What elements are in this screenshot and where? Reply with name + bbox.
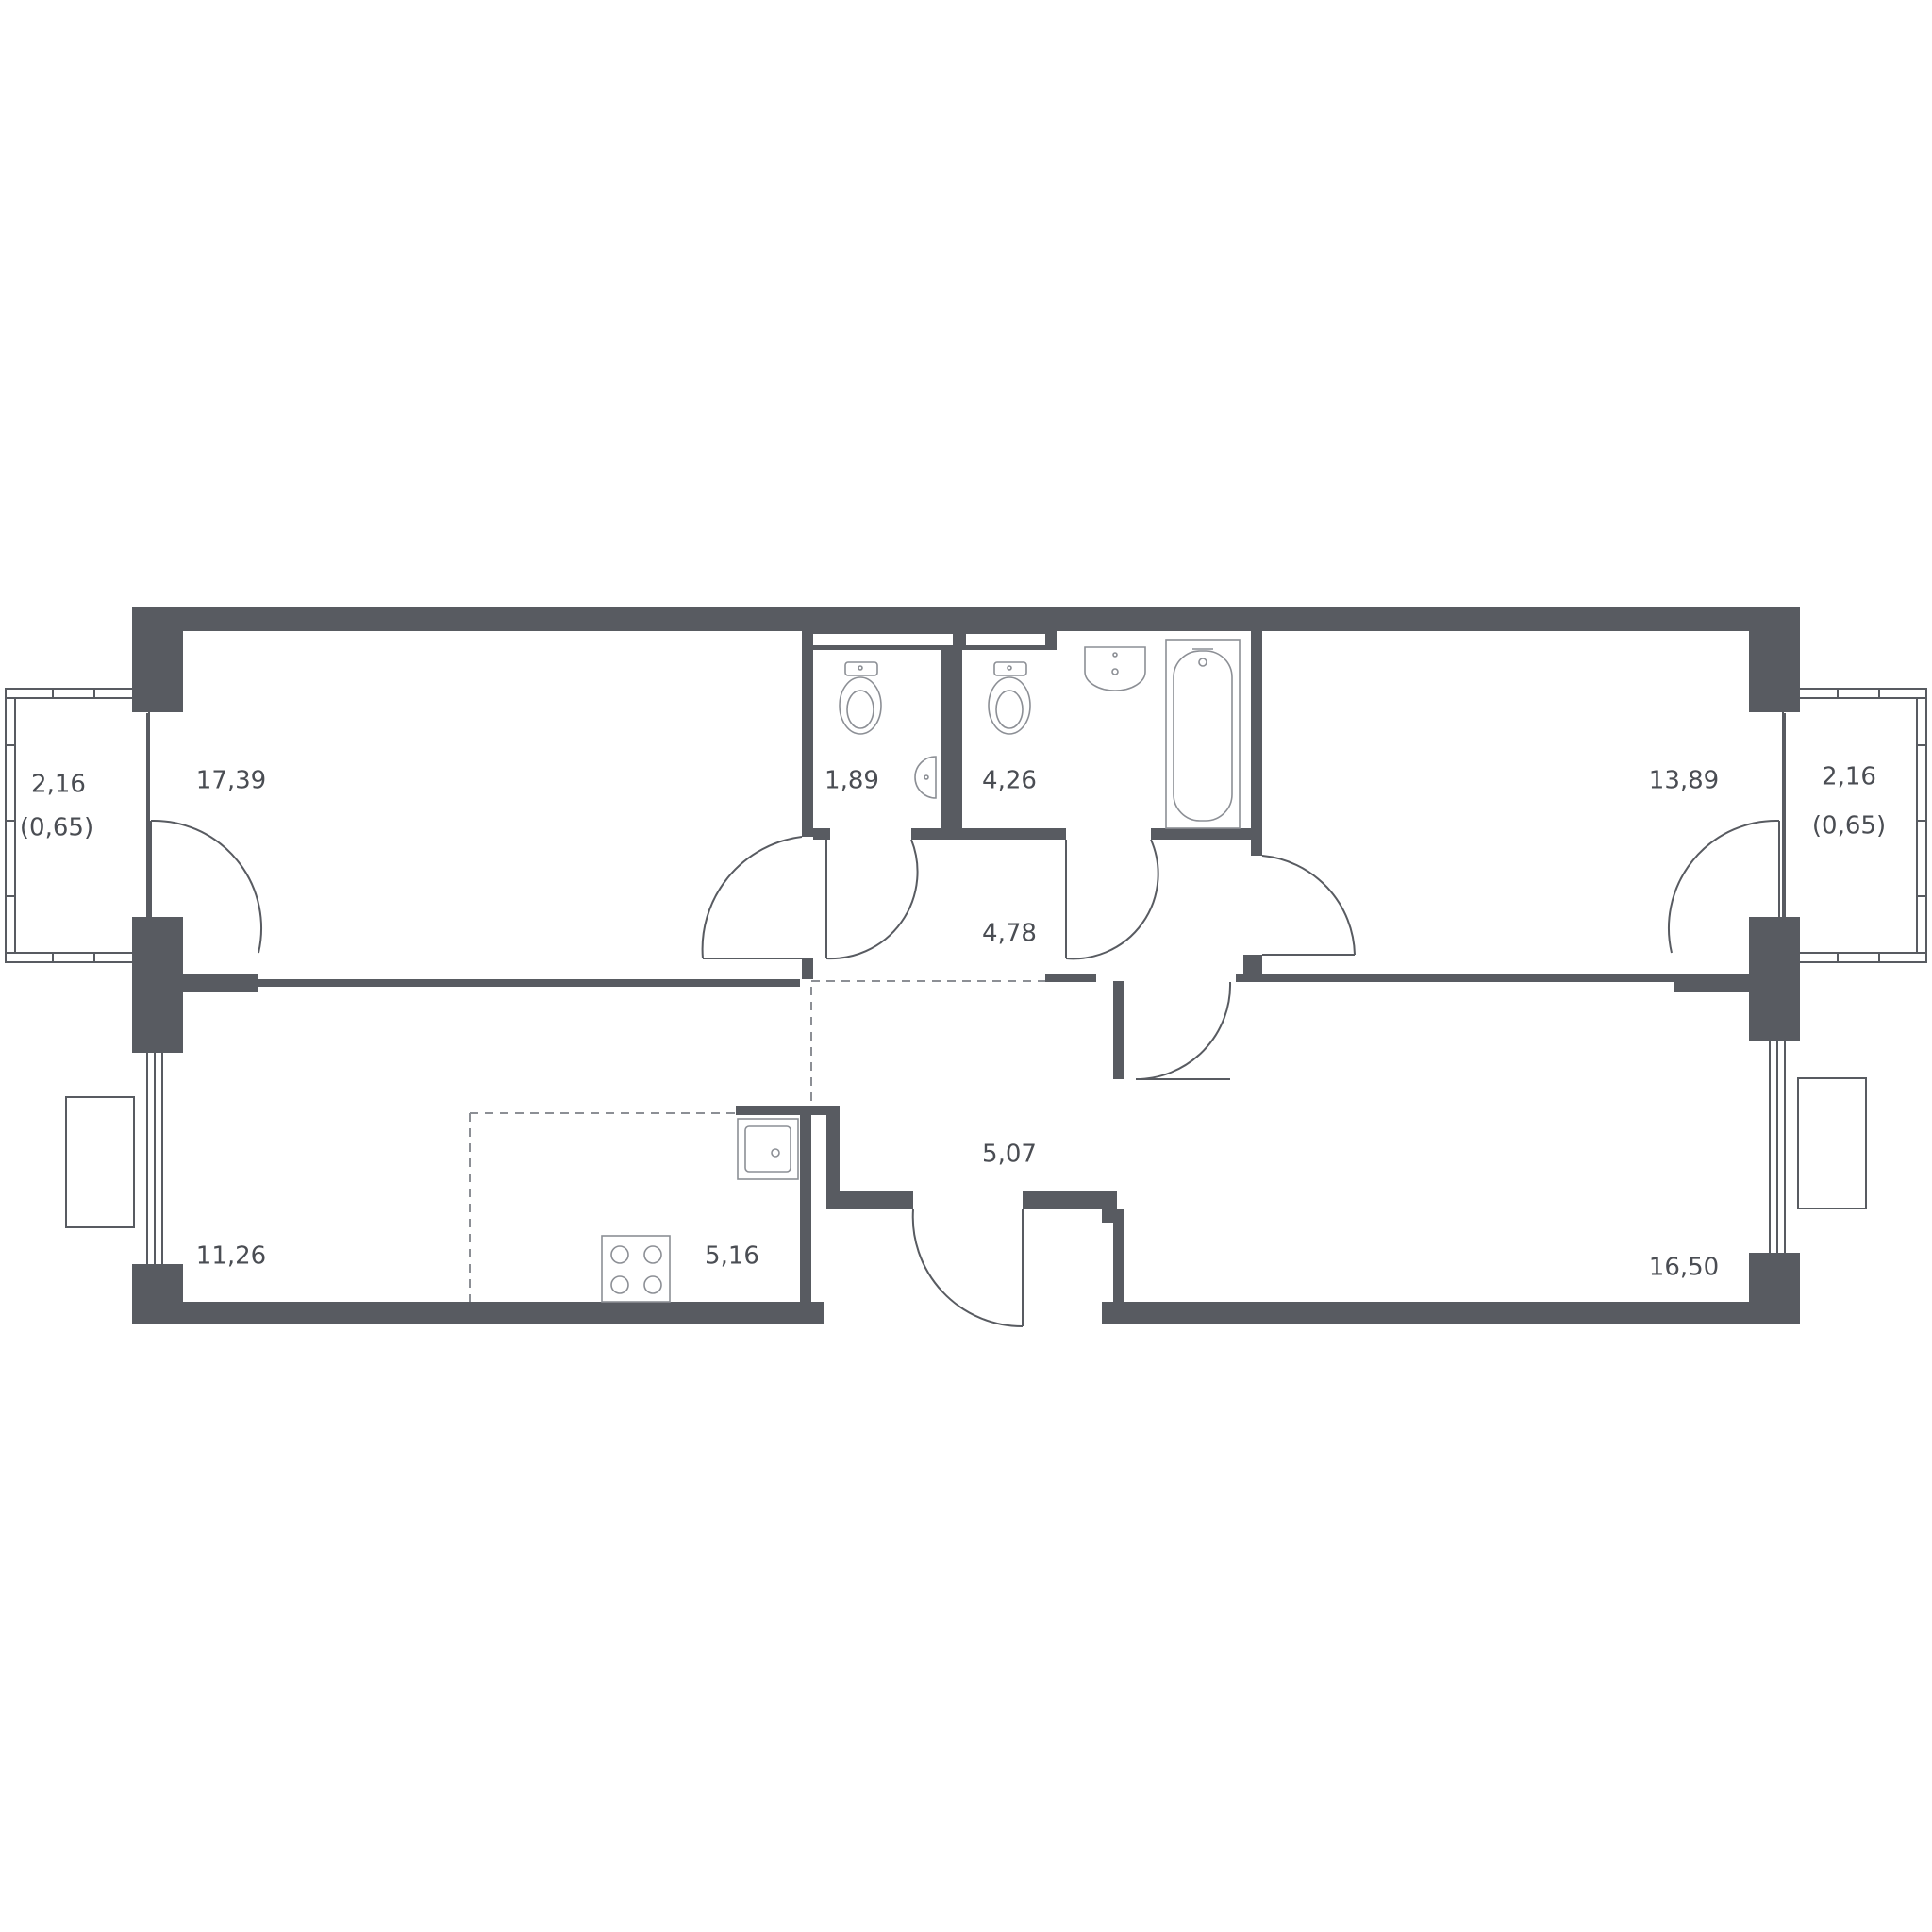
bathtub-icon [1165, 639, 1241, 829]
bedroom-top-right-area: 13,89 [1649, 767, 1719, 795]
balcony-left-area: 2,16 [31, 771, 86, 799]
doors [150, 819, 1780, 1328]
hallway-upper-area: 4,78 [982, 920, 1037, 948]
walls [132, 607, 1800, 1324]
stove-icon [601, 1235, 671, 1303]
toilet-icon [988, 661, 1031, 735]
window-left [146, 1053, 163, 1264]
balcony-right [1782, 688, 1927, 963]
kitchen-sink-icon [737, 1118, 799, 1180]
balcony-right-reduced-area: (0,65) [1812, 812, 1886, 841]
balcony-left [5, 688, 150, 963]
window-bay-right [1797, 1077, 1867, 1209]
window-right [1769, 1041, 1786, 1253]
zone-separators [469, 980, 1045, 1302]
balcony-left-reduced-area: (0,65) [20, 814, 93, 842]
living-room-area: 17,39 [196, 767, 266, 795]
area-labels: 17,39 1,89 4,26 13,89 4,78 11,26 5,16 5,… [20, 763, 1886, 1282]
room-bottom-left-area: 11,26 [196, 1242, 266, 1271]
bathroom-small-area: 1,89 [824, 767, 879, 795]
bedroom-bottom-right-area: 16,50 [1649, 1254, 1719, 1282]
window-bay-left [65, 1096, 135, 1228]
kitchen-area: 5,16 [705, 1242, 759, 1271]
sink-icon [1084, 646, 1146, 691]
sink-icon [914, 756, 937, 799]
balcony-right-area: 2,16 [1822, 763, 1876, 791]
bathroom-main-area: 4,26 [982, 767, 1037, 795]
hallway-entrance-area: 5,07 [982, 1141, 1037, 1169]
toilet-icon [839, 661, 882, 735]
